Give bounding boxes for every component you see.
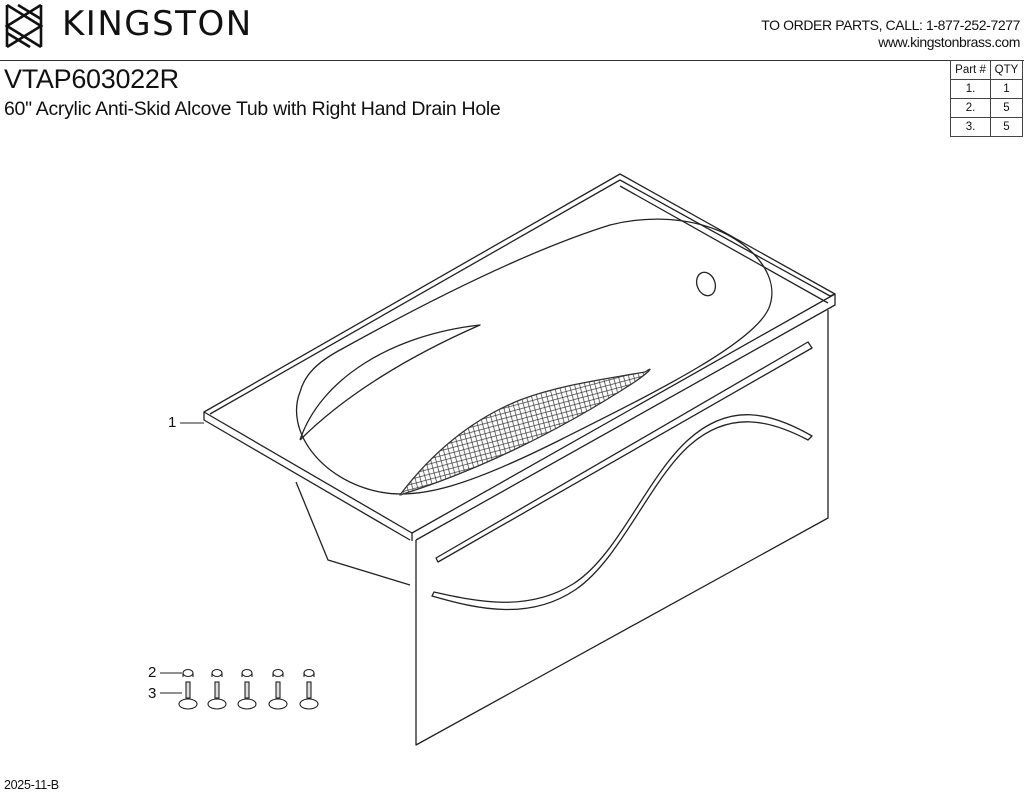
brand-name: KINGSTON	[62, 4, 253, 44]
table-row: 1. 1	[950, 79, 1023, 99]
leveling-foot	[237, 668, 257, 710]
leveling-feet-hardware	[178, 668, 319, 710]
leveling-foot	[299, 668, 319, 710]
revision-code: 2025-11-B	[4, 778, 59, 792]
leveling-foot	[268, 668, 288, 710]
callout-2: 2	[148, 664, 157, 681]
header-divider	[0, 60, 1024, 61]
leader-lines	[160, 422, 204, 694]
leveling-foot	[178, 668, 198, 710]
leveling-foot	[207, 668, 227, 710]
order-phone-line: TO ORDER PARTS, CALL: 1-877-252-7277	[761, 17, 1020, 33]
kingston-logo-icon	[4, 3, 44, 49]
callout-1: 1	[168, 414, 177, 431]
qty-cell: 5	[990, 117, 1023, 137]
website-link[interactable]: www.kingstonbrass.com	[878, 34, 1020, 50]
model-number: VTAP603022R	[4, 64, 179, 94]
table-row: 2. 5	[950, 98, 1023, 118]
order-contact: TO ORDER PARTS, CALL: 1-877-252-7277 www…	[761, 17, 1020, 51]
product-description: 60" Acrylic Anti-Skid Alcove Tub with Ri…	[4, 98, 501, 120]
callout-3: 3	[148, 685, 157, 702]
part-number-cell: 3.	[950, 117, 991, 137]
table-row: 3. 5	[950, 117, 1023, 137]
tub-body	[203, 173, 836, 746]
parts-table: Part # QTY 1. 1 2. 5 3. 5	[950, 60, 1023, 137]
